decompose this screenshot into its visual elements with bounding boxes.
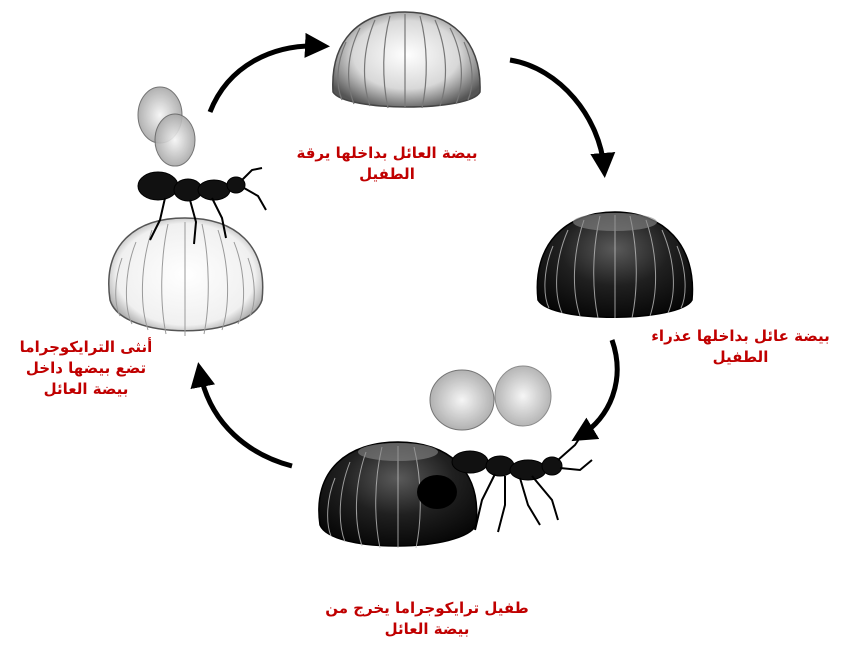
label-parasite-emerging-line1: طفيل ترايكوجراما يخرج من xyxy=(282,598,572,619)
label-female-laying-line1: أنثى الترايكوجراما xyxy=(0,337,172,358)
label-egg-with-pupa-line2: الطفيل xyxy=(636,347,845,368)
label-egg-with-pupa-line1: بيضة عائل بداخلها عذراء xyxy=(636,326,845,347)
label-egg-with-pupa: بيضة عائل بداخلها عذراء الطفيل xyxy=(636,326,845,368)
arrow-stage4-to-stage1 xyxy=(210,46,320,112)
label-parasite-emerging-line2: بيضة العائل xyxy=(282,619,572,640)
label-egg-with-larva-line1: بيضة العائل بداخلها يرقة xyxy=(262,143,512,164)
female-laying-illustration xyxy=(109,87,266,336)
arrow-stage1-to-stage2 xyxy=(510,60,604,168)
label-female-laying: أنثى الترايكوجراما تضع بيضها داخل بيضة ا… xyxy=(0,337,172,400)
parasite-emerging-illustration xyxy=(319,366,592,548)
label-parasite-emerging: طفيل ترايكوجراما يخرج من بيضة العائل xyxy=(282,598,572,640)
arrow-stage2-to-stage3 xyxy=(580,340,617,436)
label-female-laying-line3: بيضة العائل xyxy=(0,379,172,400)
egg-with-pupa-illustration xyxy=(537,212,692,318)
label-egg-with-larva: بيضة العائل بداخلها يرقة الطفيل xyxy=(262,143,512,185)
label-egg-with-larva-line2: الطفيل xyxy=(262,164,512,185)
label-female-laying-line2: تضع بيضها داخل xyxy=(0,358,172,379)
arrow-stage3-to-stage4 xyxy=(200,372,292,466)
egg-with-larva-illustration xyxy=(333,12,480,108)
